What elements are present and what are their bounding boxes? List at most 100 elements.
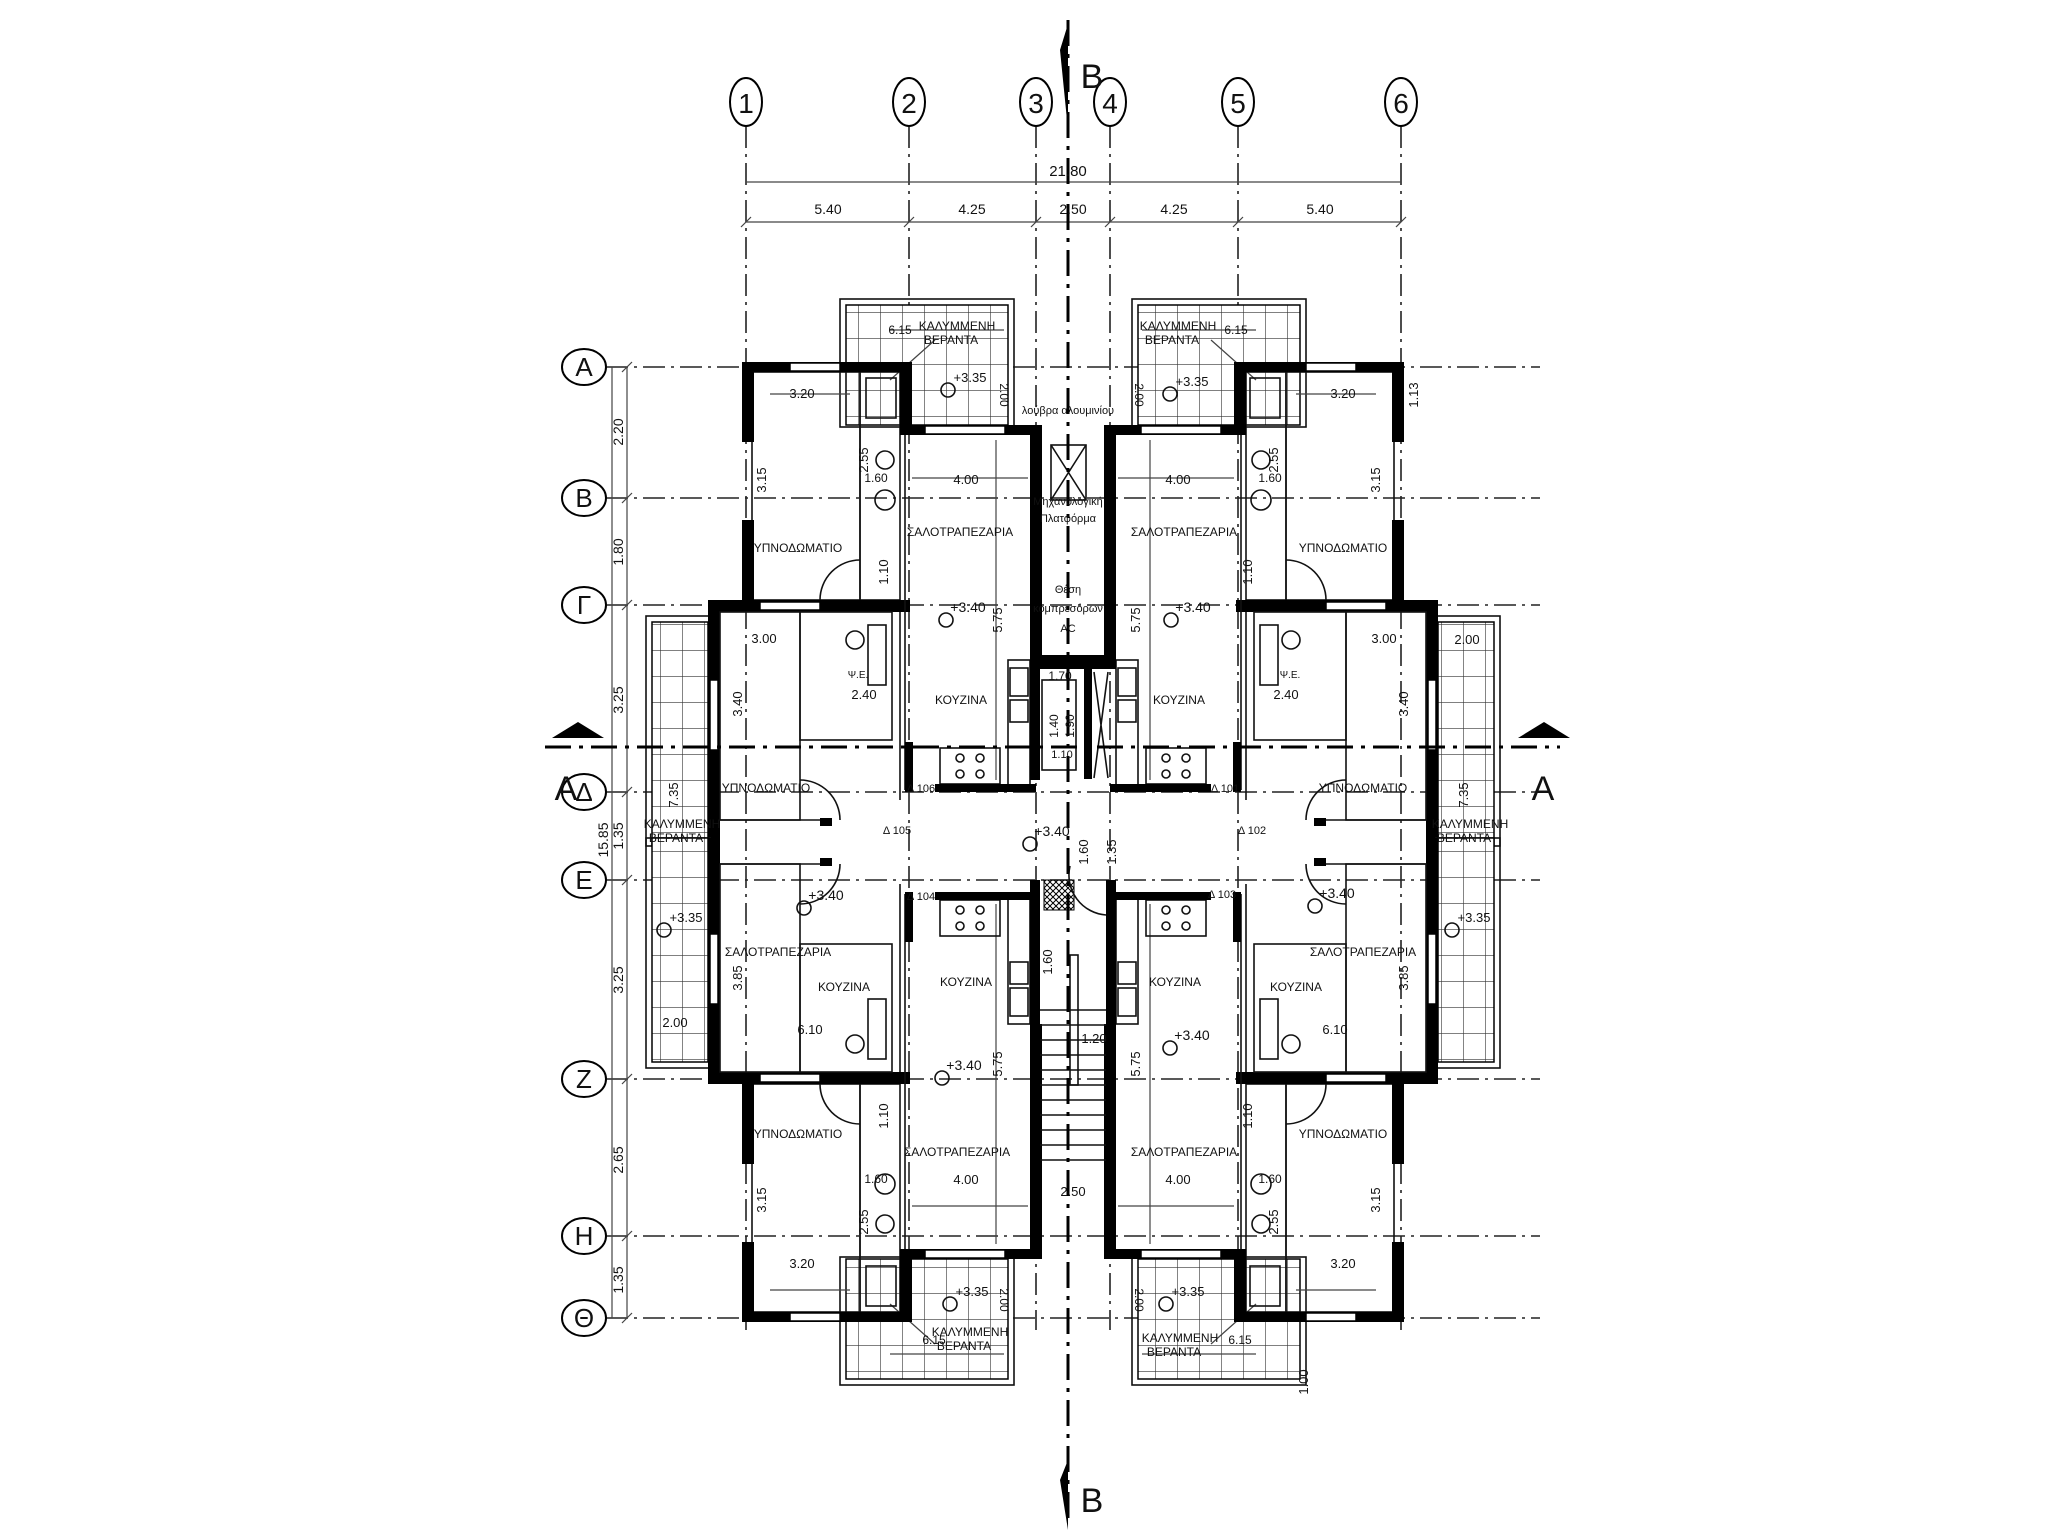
- dim-label: 6.15: [888, 323, 912, 337]
- dim-label: 2.00: [1132, 1288, 1146, 1312]
- storage-label: Ψ.Ε.: [848, 670, 869, 681]
- overall-width-dim: 21.80: [1049, 163, 1087, 180]
- dim-label: 3.15: [754, 467, 769, 492]
- dim-label: 3.20: [1330, 386, 1355, 401]
- row-label: Β: [575, 483, 592, 513]
- door-tag: Δ 102: [1238, 825, 1266, 837]
- ac-label: κομπρεσόρων: [1033, 603, 1103, 615]
- dim-label: 2.55: [856, 447, 871, 472]
- dim-label: 5.75: [990, 607, 1005, 632]
- dim-label: 6.15: [1224, 323, 1248, 337]
- row-label: Ζ: [576, 1064, 592, 1094]
- door-tag: Δ 104: [907, 891, 935, 903]
- section-label-b-bottom: B: [1081, 1482, 1104, 1520]
- room-label-bedroom: ΥΠΝΟΔΩΜΑΤΙΟ: [1319, 781, 1408, 795]
- room-label-living: ΣΑΛΟΤΡΑΠΕΖΑΡΙΑ: [1310, 945, 1416, 959]
- dim-label: 6.15: [922, 1333, 946, 1347]
- level-label: +3.35: [1176, 374, 1209, 389]
- level-label: +3.35: [670, 910, 703, 925]
- column-label: 3: [1028, 88, 1044, 119]
- veranda-label: ΚΑΛΥΜΜΕΝΗ: [919, 319, 995, 333]
- room-label-bedroom: ΥΠΝΟΔΩΜΑΤΙΟ: [754, 1127, 843, 1141]
- dim-label: 1.35: [1104, 839, 1119, 864]
- row-bubble: [561, 1060, 607, 1098]
- section-arrow-a-left: [552, 722, 604, 738]
- dim-label: 1.00: [1296, 1369, 1311, 1394]
- level-label: +3.40: [1174, 1027, 1210, 1043]
- stair-lift-core: [545, 20, 1560, 1520]
- dim-label: 5.75: [1128, 607, 1143, 632]
- row-span-dim: 2.65: [610, 1146, 626, 1173]
- row-span-dim: 1.35: [610, 822, 626, 849]
- dim-label: 3.20: [789, 386, 814, 401]
- column-bubble: [1221, 77, 1255, 127]
- dim-label: 2.00: [1454, 632, 1479, 647]
- column-span-dim: 4.25: [1160, 201, 1187, 217]
- dim-label: 6.10: [1322, 1022, 1347, 1037]
- veranda-label: ΚΑΛΥΜΜΕΝΗ: [644, 817, 720, 831]
- dim-label: 1.10: [1240, 559, 1255, 584]
- level-label: +3.35: [954, 370, 987, 385]
- column-bubble: [1019, 77, 1053, 127]
- level-label: +3.40: [1319, 885, 1355, 901]
- level-marker-icon: [938, 612, 954, 628]
- dim-label: 4.00: [953, 1172, 978, 1187]
- platform-label: Πλατφόρμα: [1040, 513, 1097, 525]
- dim-label: 5.75: [1128, 1051, 1143, 1076]
- level-marker-icon: [796, 900, 812, 916]
- column-bubble: [1384, 77, 1418, 127]
- level-marker-icon: [1162, 386, 1178, 402]
- section-label-a-right: A: [1532, 770, 1555, 808]
- level-marker-icon: [656, 922, 672, 938]
- level-label: +3.40: [1034, 823, 1070, 839]
- section-arrow-a-right: [1518, 722, 1570, 738]
- veranda-label: ΒΕΡΑΝΤΑ: [1147, 1345, 1201, 1359]
- dim-label: 3.20: [1330, 1256, 1355, 1271]
- row-label: Ε: [575, 865, 592, 895]
- dim-label: 3.00: [751, 631, 776, 646]
- row-label: Γ: [577, 590, 591, 620]
- ac-label: Θέση: [1055, 584, 1081, 596]
- room-label-bedroom: ΥΠΝΟΔΩΜΑΤΙΟ: [722, 781, 811, 795]
- dim-label: 1.90: [1063, 714, 1077, 738]
- dim-label: 3.85: [1396, 965, 1411, 990]
- dim-label: 6.15: [1228, 1333, 1252, 1347]
- dim-label: 2.55: [1266, 447, 1281, 472]
- veranda-label: ΚΑΛΥΜΜΕΝΗ: [1142, 1331, 1218, 1345]
- dim-label: 1.10: [876, 559, 891, 584]
- dim-label: 3.00: [1371, 631, 1396, 646]
- column-bubble: [1093, 77, 1127, 127]
- platform-label: Μηχανολογική: [1033, 496, 1103, 508]
- dim-label: 3.85: [730, 965, 745, 990]
- dim-label: 4.00: [1165, 1172, 1190, 1187]
- row-bubble: [561, 586, 607, 624]
- level-marker-icon: [940, 382, 956, 398]
- dim-label: 4.00: [953, 472, 978, 487]
- room-label-bedroom: ΥΠΝΟΔΩΜΑΤΙΟ: [1299, 1127, 1388, 1141]
- row-bubble: [561, 348, 607, 386]
- level-label: +3.40: [1175, 599, 1211, 615]
- veranda-label: ΚΑΛΥΜΜΕΝΗ: [1140, 319, 1216, 333]
- dim-label: 2.55: [856, 1209, 871, 1234]
- dim-label: 1.40: [1047, 714, 1061, 738]
- dim-label: 1.60: [1258, 1172, 1282, 1186]
- section-label-b-top: B: [1081, 58, 1104, 96]
- room-label-kitchen: ΚΟΥΖΙΝΑ: [1270, 980, 1322, 994]
- veranda-label: ΒΕΡΑΝΤΑ: [924, 333, 978, 347]
- dim-label: 1.20: [1081, 1031, 1106, 1046]
- level-label: +3.40: [950, 599, 986, 615]
- room-label-living: ΣΑΛΟΤΡΑΠΕΖΑΡΙΑ: [907, 525, 1013, 539]
- level-marker-icon: [1444, 922, 1460, 938]
- dim-label: 1.60: [864, 1172, 888, 1186]
- veranda-label: ΒΕΡΑΝΤΑ: [1437, 831, 1491, 845]
- row-bubble: [561, 773, 607, 811]
- louvre-label: λούβρα αλουμινίου: [1022, 405, 1114, 417]
- level-marker-icon: [934, 1070, 950, 1086]
- level-marker-icon: [1158, 1296, 1174, 1312]
- dim-label: 3.40: [1396, 691, 1411, 716]
- dim-label: 2.50: [1060, 1184, 1085, 1199]
- row-span-dim: 1.35: [610, 1266, 626, 1293]
- dim-label: 3.15: [754, 1187, 769, 1212]
- room-label-living: ΣΑΛΟΤΡΑΠΕΖΑΡΙΑ: [1131, 525, 1237, 539]
- dim-label: 1.10: [1051, 749, 1072, 761]
